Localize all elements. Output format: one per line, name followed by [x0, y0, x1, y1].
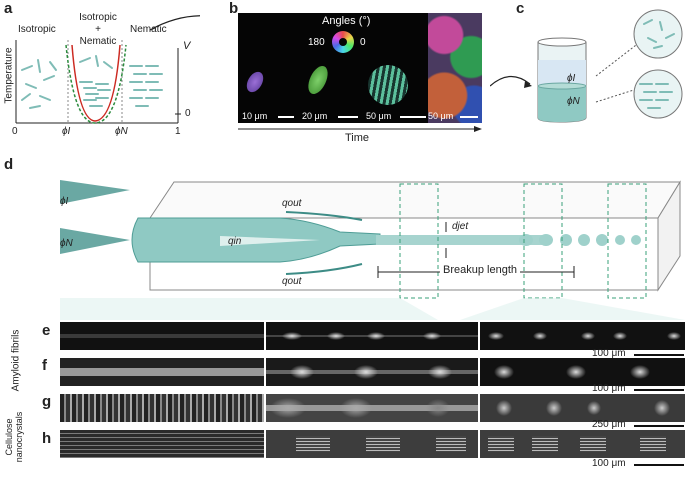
- phase-diagram: [15, 15, 200, 124]
- panel-c-label: c: [516, 0, 525, 17]
- row-f-image-2: [266, 358, 478, 386]
- x-phi-i-tick: ϕI: [62, 126, 71, 137]
- q-out-bottom: qout: [282, 276, 302, 287]
- row-e-label: e: [42, 322, 51, 339]
- panel-b-label: b: [229, 0, 239, 17]
- arc-arrow: [149, 15, 200, 31]
- row-g-label: g: [42, 393, 52, 410]
- row-h-scalebar-label: 100 μm: [592, 458, 626, 469]
- v-axis-zero: 0: [185, 108, 191, 119]
- tactoid-small: [243, 68, 267, 96]
- row-g-scalebar: [634, 425, 684, 427]
- green-curve: [65, 44, 127, 124]
- row-e-image-3: [480, 322, 685, 350]
- mixed-region-label: Isotropic + Nematic: [79, 12, 117, 47]
- beaker-figure: [490, 9, 683, 123]
- row-h-image-2: [266, 430, 478, 458]
- red-curve: [71, 44, 121, 122]
- microfluidic-channel: [60, 180, 685, 320]
- row-e-scalebar: [634, 354, 684, 356]
- angles-title: Angles (°): [322, 15, 371, 27]
- scalebar-label-1: 10 μm: [242, 111, 268, 121]
- panel-d-label: d: [4, 156, 14, 173]
- row-h-scalebar: [634, 464, 684, 466]
- row-e-image-2: [266, 322, 478, 350]
- time-axis-label: Time: [345, 132, 370, 144]
- beaker-phi-n: ϕN: [567, 96, 580, 107]
- tactoid-striped: [368, 65, 408, 105]
- row-f-scalebar-label: 100 μm: [592, 383, 626, 394]
- rods-isotropic: [21, 59, 57, 109]
- isotropic-label: Isotropic: [18, 24, 56, 35]
- row-f-image-1: [60, 358, 264, 386]
- x-phi-n-tick: ϕN: [115, 126, 128, 137]
- rods-nematic: [129, 65, 163, 107]
- v-axis-label: V: [183, 40, 191, 52]
- scalebar-label-3: 50 μm: [366, 111, 392, 121]
- row-h-label: h: [42, 430, 52, 447]
- angle-0: 0: [360, 37, 366, 48]
- row-g-scalebar-label: 250 μm: [592, 419, 626, 430]
- q-in: qin: [228, 236, 242, 247]
- row-g-image-1: [60, 394, 264, 422]
- time-arrow: [238, 126, 482, 132]
- scalebar-label-4: 50 μm: [428, 111, 454, 121]
- row-e-scalebar-label: 100 μm: [592, 348, 626, 359]
- row-g-image-3: [480, 394, 685, 422]
- row-h-image-3: [480, 430, 685, 458]
- cellulose-side-label: Cellulose nanocrystals: [4, 411, 24, 463]
- row-h-image-1: [60, 430, 264, 458]
- phi-i-inlet: ϕI: [60, 196, 69, 207]
- row-f-image-3: [480, 358, 685, 386]
- x-one-tick: 1: [175, 126, 181, 137]
- row-e-image-1: [60, 322, 264, 350]
- breakup-length-label: Breakup length: [440, 264, 520, 276]
- row-f-scalebar: [634, 389, 684, 391]
- panel-a-label: a: [4, 0, 13, 17]
- scalebar-label-2: 20 μm: [302, 111, 328, 121]
- microscopy-panel: Angles (°) 180 0 10 μm 20 μm 50 μm 50 μm: [238, 13, 482, 123]
- angle-180: 180: [308, 37, 325, 48]
- row-f-label: f: [42, 357, 47, 374]
- q-out-top: qout: [282, 198, 302, 209]
- d-jet-label: djet: [452, 221, 469, 232]
- row-g-image-2: [266, 394, 478, 422]
- nematic-label: Nematic: [130, 24, 167, 35]
- rods-mixed: [79, 55, 113, 107]
- phi-n-inlet: ϕN: [60, 238, 73, 249]
- x-zero-tick: 0: [12, 126, 18, 137]
- tactoid-medium: [304, 63, 332, 97]
- amyloid-side-label: Amyloid fibrils: [10, 329, 22, 392]
- beaker-phi-i: ϕI: [567, 73, 576, 84]
- ordered-domain-image: [428, 13, 482, 123]
